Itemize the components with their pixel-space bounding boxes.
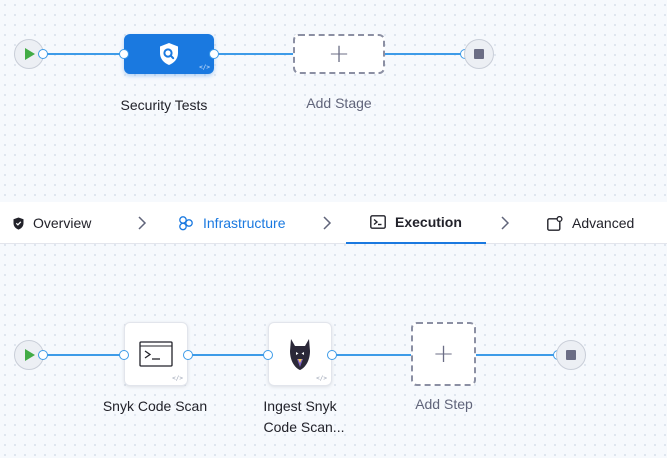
tab-infrastructure[interactable]: Infrastructure (178, 202, 285, 244)
tab-advanced[interactable]: Advanced (547, 202, 634, 244)
pipeline-end-node[interactable] (464, 39, 494, 69)
connector-port (263, 350, 273, 360)
yaml-code-icon: </> (172, 375, 183, 382)
step-connector (476, 354, 558, 356)
connector-port (183, 350, 193, 360)
yaml-code-icon: </> (316, 375, 327, 382)
snyk-logo-icon (290, 339, 310, 370)
tab-advanced-label: Advanced (572, 215, 635, 231)
chevron-right-icon (138, 216, 147, 230)
stage-connector (214, 53, 293, 55)
step-name: Snyk Code Scan (102, 398, 208, 414)
advanced-icon (547, 215, 563, 231)
connector-port (119, 49, 129, 59)
stage-security-tests[interactable]: </> (124, 34, 214, 74)
tab-overview-label: Overview (33, 215, 92, 231)
tab-execution[interactable]: Execution (346, 202, 486, 244)
tab-execution-label: Execution (395, 214, 462, 230)
play-icon (25, 349, 35, 361)
terminal-icon (139, 341, 173, 367)
connector-port (327, 350, 337, 360)
chevron-right-icon (501, 216, 510, 230)
step-connector (332, 354, 411, 356)
stage-tabs: Overview Infrastructure Execution Advanc… (0, 202, 667, 244)
execution-icon (370, 215, 386, 229)
stop-icon (566, 350, 576, 360)
tab-infrastructure-label: Infrastructure (203, 215, 286, 231)
add-step-label: Add Step (415, 396, 473, 412)
play-icon (25, 48, 35, 60)
step-connector (188, 354, 268, 356)
step-name-line1: Ingest Snyk (263, 398, 337, 414)
step-snyk-code-scan[interactable]: </> (124, 322, 188, 386)
step-connector (43, 354, 124, 356)
add-step-button[interactable]: + (411, 322, 476, 386)
plus-icon: + (432, 339, 455, 369)
tab-overview[interactable]: Overview (13, 202, 91, 244)
shield-search-icon (160, 43, 178, 65)
stage-name: Security Tests (120, 97, 208, 113)
infrastructure-icon (178, 215, 194, 231)
add-stage-button[interactable]: + (293, 34, 385, 74)
plus-icon: + (328, 39, 350, 69)
stage-connector (43, 53, 124, 55)
stop-icon (474, 49, 484, 59)
stage-connector (385, 53, 465, 55)
connector-port (119, 350, 129, 360)
add-stage-label: Add Stage (306, 95, 372, 111)
connector-port (209, 49, 219, 59)
connector-port (38, 49, 48, 59)
step-ingest-snyk-code-scan[interactable]: </> (268, 322, 332, 386)
step-name-line2: Code Scan... (263, 419, 345, 435)
chevron-right-icon (323, 216, 332, 230)
shield-icon (13, 217, 24, 230)
yaml-code-icon: </> (199, 64, 210, 71)
connector-port (38, 350, 48, 360)
execution-end-node[interactable] (556, 340, 586, 370)
